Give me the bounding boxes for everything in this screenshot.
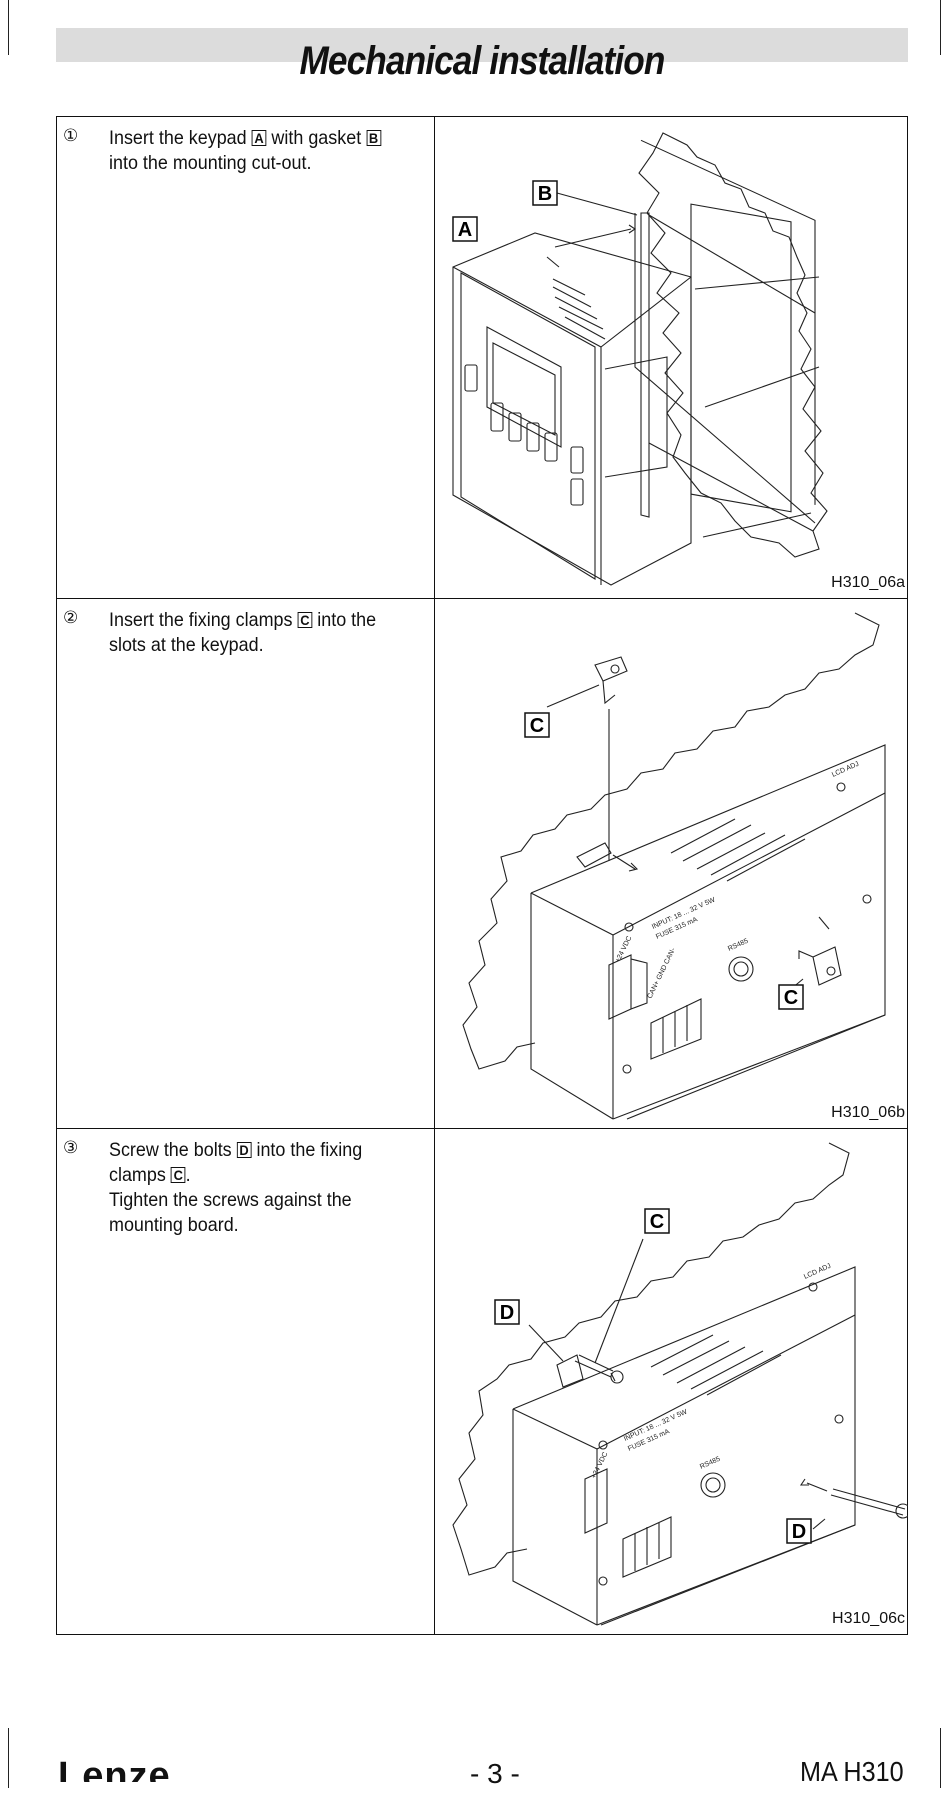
callout-a: A — [452, 216, 478, 242]
callout-d: D — [494, 1299, 520, 1325]
step-text-cell: ③ Screw the bolts D into the fixing clam… — [56, 1128, 435, 1635]
svg-text:CAN+ GND CAN-: CAN+ GND CAN- — [647, 946, 678, 999]
crop-mark-bottom-right — [940, 1728, 941, 1788]
keypad-gasket-illustration: B A — [452, 132, 828, 586]
step-row: ③ Screw the bolts D into the fixing clam… — [56, 1128, 908, 1635]
callout-ref-box: C — [170, 1167, 186, 1183]
page-title: Mechanical installation — [299, 39, 665, 83]
step-instruction: Insert the fixing clamps C into the slot… — [109, 609, 377, 656]
svg-text:D: D — [500, 1302, 514, 1324]
callout-ref-box: D — [236, 1142, 252, 1158]
document-id: MA H310 — [800, 1756, 904, 1787]
svg-text:RS485: RS485 — [727, 938, 749, 953]
step-row: ② Insert the fixing clamps C into the sl… — [56, 598, 908, 1129]
step-instruction: Screw the bolts D into the fixing clamps… — [109, 1139, 363, 1236]
svg-text:RS485: RS485 — [699, 1456, 721, 1471]
step-text-cell: ① Insert the keypad A with gasket B into… — [56, 116, 435, 599]
step-row: ① Insert the keypad A with gasket B into… — [56, 116, 908, 599]
figure-code: H310_06c — [832, 1610, 905, 1627]
step-figure-cell: INPUT: 18 ... 32 V 5W FUSE 315 mA LCD AD… — [434, 1128, 908, 1635]
step-figure-cell: B A H310_06a — [434, 116, 908, 599]
screw-bolts-illustration: INPUT: 18 ... 32 V 5W FUSE 315 mA LCD AD… — [452, 1142, 908, 1626]
crop-mark-top-right — [940, 0, 941, 55]
crop-mark-top-left — [8, 0, 9, 55]
figure-code: H310_06a — [831, 574, 905, 591]
step-number: ② — [63, 608, 79, 628]
lenze-logo: Lenze — [58, 1756, 171, 1782]
crop-mark-bottom-left — [8, 1728, 9, 1788]
callout-c: C — [644, 1208, 670, 1234]
title-bar — [56, 28, 908, 62]
step-number: ① — [63, 126, 79, 146]
step-instruction: Insert the keypad A with gasket B into t… — [109, 126, 394, 176]
callout-d: D — [786, 1518, 812, 1544]
svg-text:C: C — [784, 987, 798, 1009]
callout-c: C — [778, 984, 804, 1010]
svg-text:D: D — [792, 1521, 806, 1543]
callout-ref-box: B — [366, 130, 382, 146]
fixing-clamps-illustration: INPUT: 18 ... 32 V 5W FUSE 315 mA LCD AD… — [462, 612, 886, 1120]
callout-ref-box: C — [297, 612, 313, 628]
callout-ref-box: A — [251, 130, 267, 146]
page-number: - 3 - — [470, 1758, 520, 1789]
svg-text:A: A — [458, 219, 472, 241]
step-number: ③ — [63, 1138, 79, 1158]
svg-text:C: C — [530, 715, 544, 737]
callout-c: C — [524, 712, 550, 738]
installation-steps-table: ① Insert the keypad A with gasket B into… — [56, 116, 908, 1635]
callout-b: B — [532, 180, 558, 206]
svg-text:C: C — [650, 1211, 664, 1233]
svg-text:LCD ADJ: LCD ADJ — [831, 761, 860, 779]
figure-code: H310_06b — [831, 1104, 905, 1121]
step-text-cell: ② Insert the fixing clamps C into the sl… — [56, 598, 435, 1129]
svg-text:B: B — [538, 183, 552, 205]
step-figure-cell: INPUT: 18 ... 32 V 5W FUSE 315 mA LCD AD… — [434, 598, 908, 1129]
